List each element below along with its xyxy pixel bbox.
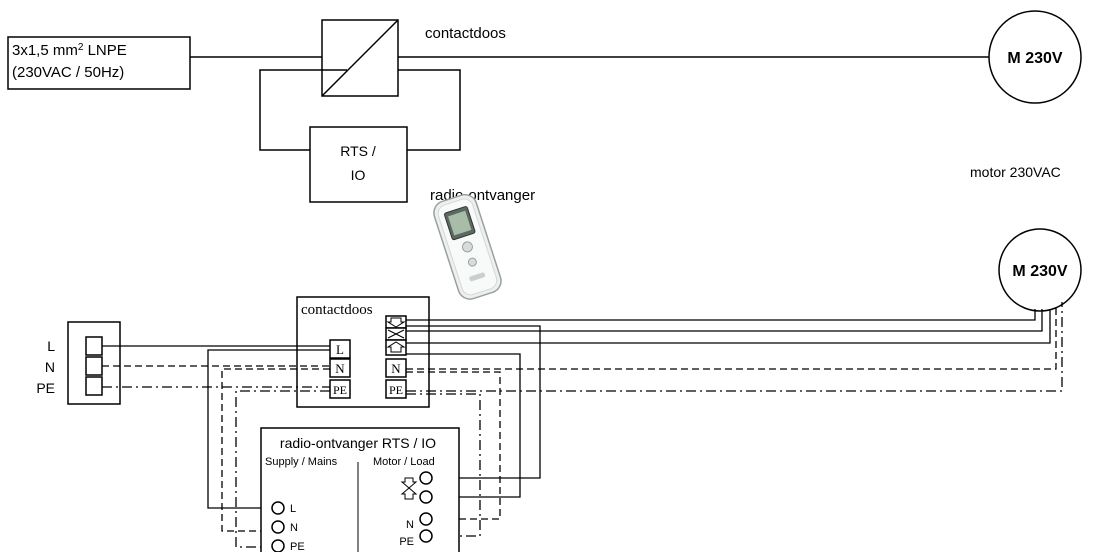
arrow-up-icon <box>400 487 418 500</box>
supply-cable-spec: 3x1,5 mm2 LNPE <box>12 42 127 59</box>
wire-motor-PE <box>406 302 1063 392</box>
supply-terminal-N-label: N <box>290 522 298 534</box>
receiver-return-wire <box>398 69 461 151</box>
supply-cable-rating: (230VAC / 50Hz) <box>12 64 124 81</box>
supply-terminal-PE <box>271 539 285 552</box>
wire-L-receiver <box>207 349 330 509</box>
line-label-N: N <box>45 359 55 375</box>
top-block-diagram: 3x1,5 mm2 LNPE (230VAC / 50Hz) contactdo… <box>7 10 1082 204</box>
junction-terminal-PE-out <box>385 379 407 399</box>
junction-box-diagonal <box>321 19 399 97</box>
terminal-L <box>85 336 103 356</box>
receiver-label-line2: IO <box>351 167 366 183</box>
junction-terminal-N-out-label: N <box>391 361 401 376</box>
receiver-feed-wire <box>259 69 347 151</box>
junction-terminal-L <box>329 339 351 359</box>
terminal-PE <box>85 376 103 396</box>
motor-caption: motor 230VAC <box>970 164 1061 180</box>
receiver-label-line1: RTS / <box>340 143 376 159</box>
receiver-title: radio-ontvanger RTS / IO <box>280 435 436 451</box>
wire-PE-receiver <box>235 390 330 548</box>
motor-symbol-bottom <box>998 228 1082 312</box>
supply-cable-box <box>7 36 191 90</box>
motor-terminal-PE <box>419 529 433 543</box>
motor-header: Motor / Load <box>373 456 435 468</box>
line-label-PE: PE <box>36 380 55 396</box>
motor-terminal-PE-label: PE <box>399 536 414 548</box>
arrow-down-icon <box>400 477 418 489</box>
receiver-box <box>309 126 408 203</box>
junction-terminal-N-out <box>385 358 407 378</box>
junction-terminal-PE-out-label: PE <box>389 383 403 397</box>
wire-motor-N <box>406 306 1057 370</box>
junction-terminal-N-label: N <box>335 361 345 376</box>
line-label-L: L <box>47 338 55 354</box>
wire-motor-common <box>406 309 1051 344</box>
cross-icon <box>387 329 405 339</box>
wire-motor-up <box>406 309 1036 321</box>
supply-terminal-PE-label: PE <box>290 541 305 552</box>
supply-terminal-L <box>271 501 285 515</box>
motor-label: M 230V <box>1007 50 1062 67</box>
junction-box-label-bottom: contactdoos <box>301 302 373 318</box>
junction-terminal-PE <box>329 379 351 399</box>
remote-control-image <box>433 193 502 300</box>
terminal-N <box>85 356 103 376</box>
junction-terminal-N <box>329 358 351 378</box>
junction-box-label: contactdoos <box>425 25 506 42</box>
supply-header: Supply / Mains <box>265 456 338 468</box>
motor-label-bottom: M 230V <box>1012 263 1067 280</box>
supply-terminal-N <box>271 520 285 534</box>
motor-terminal-N <box>419 512 433 526</box>
motor-terminal-up <box>419 490 433 504</box>
arrow-down-icon <box>386 317 406 328</box>
wire-N-receiver <box>221 368 330 532</box>
motor-symbol <box>988 10 1082 104</box>
wire-receiver-N <box>406 371 501 520</box>
motor-terminal-N-label: N <box>406 519 414 531</box>
junction-terminal-PE-label: PE <box>333 383 347 397</box>
supply-terminal-L-label: L <box>290 503 296 515</box>
motor-terminal-down <box>419 471 433 485</box>
bottom-wiring-diagram: M 230V L N PE contactdoos <box>36 228 1082 552</box>
wire-receiver-up <box>406 325 541 479</box>
arrow-up-icon <box>386 341 406 353</box>
junction-terminal-L-label: L <box>336 342 344 357</box>
junction-box <box>296 296 430 408</box>
wire-receiver-down <box>406 353 521 498</box>
wire-motor-down <box>406 309 1043 332</box>
